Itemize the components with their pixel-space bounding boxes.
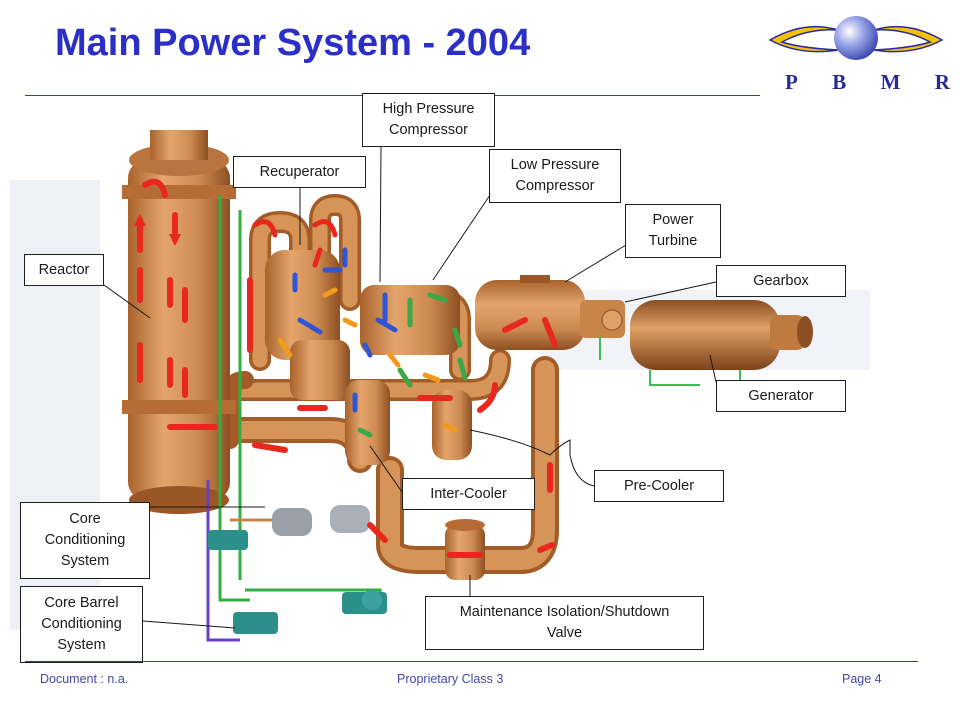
gearbox xyxy=(580,300,625,338)
label-inter-cooler: Inter-Cooler xyxy=(402,478,535,510)
logo-letter-p: P xyxy=(785,70,798,94)
logo-sphere xyxy=(834,16,878,60)
label-maintenance-isolation-shutdown-valve: Maintenance Isolation/Shutdown Valve xyxy=(425,596,704,650)
label-recuperator: Recuperator xyxy=(233,156,366,188)
logo-letter-r: R xyxy=(934,70,950,94)
logo-letters: P B M R xyxy=(785,70,950,95)
footer-classification: Proprietary Class 3 xyxy=(397,672,504,686)
label-power-turbine: Power Turbine xyxy=(625,204,721,258)
label-core-conditioning-system: Core Conditioning System xyxy=(20,502,150,579)
power-system-diagram xyxy=(10,130,870,642)
footer-page-number: Page 4 xyxy=(842,672,882,686)
pbmr-logo xyxy=(768,16,944,60)
label-pre-cooler: Pre-Cooler xyxy=(594,470,724,502)
label-high-pressure-compressor: High Pressure Compressor xyxy=(362,93,495,147)
footer-rule xyxy=(25,661,918,662)
label-core-barrel-conditioning-system: Core Barrel Conditioning System xyxy=(20,586,143,663)
logo-ring-right xyxy=(873,25,944,53)
logo-letter-b: B xyxy=(832,70,847,94)
logo-letter-m: M xyxy=(880,70,901,94)
reactor-vessel xyxy=(122,130,236,514)
logo-ring-left xyxy=(768,25,839,53)
slide-title: Main Power System - 2004 xyxy=(55,22,531,64)
label-generator: Generator xyxy=(716,380,846,412)
power-turbine xyxy=(475,275,585,350)
label-gearbox: Gearbox xyxy=(716,265,846,297)
isolation-valve xyxy=(445,519,485,580)
footer-document: Document : n.a. xyxy=(40,672,129,686)
generator xyxy=(599,300,813,386)
auxiliary-equipment xyxy=(208,505,387,634)
auxiliary-systems xyxy=(206,195,382,642)
label-reactor: Reactor xyxy=(24,254,104,286)
label-low-pressure-compressor: Low Pressure Compressor xyxy=(489,149,621,203)
